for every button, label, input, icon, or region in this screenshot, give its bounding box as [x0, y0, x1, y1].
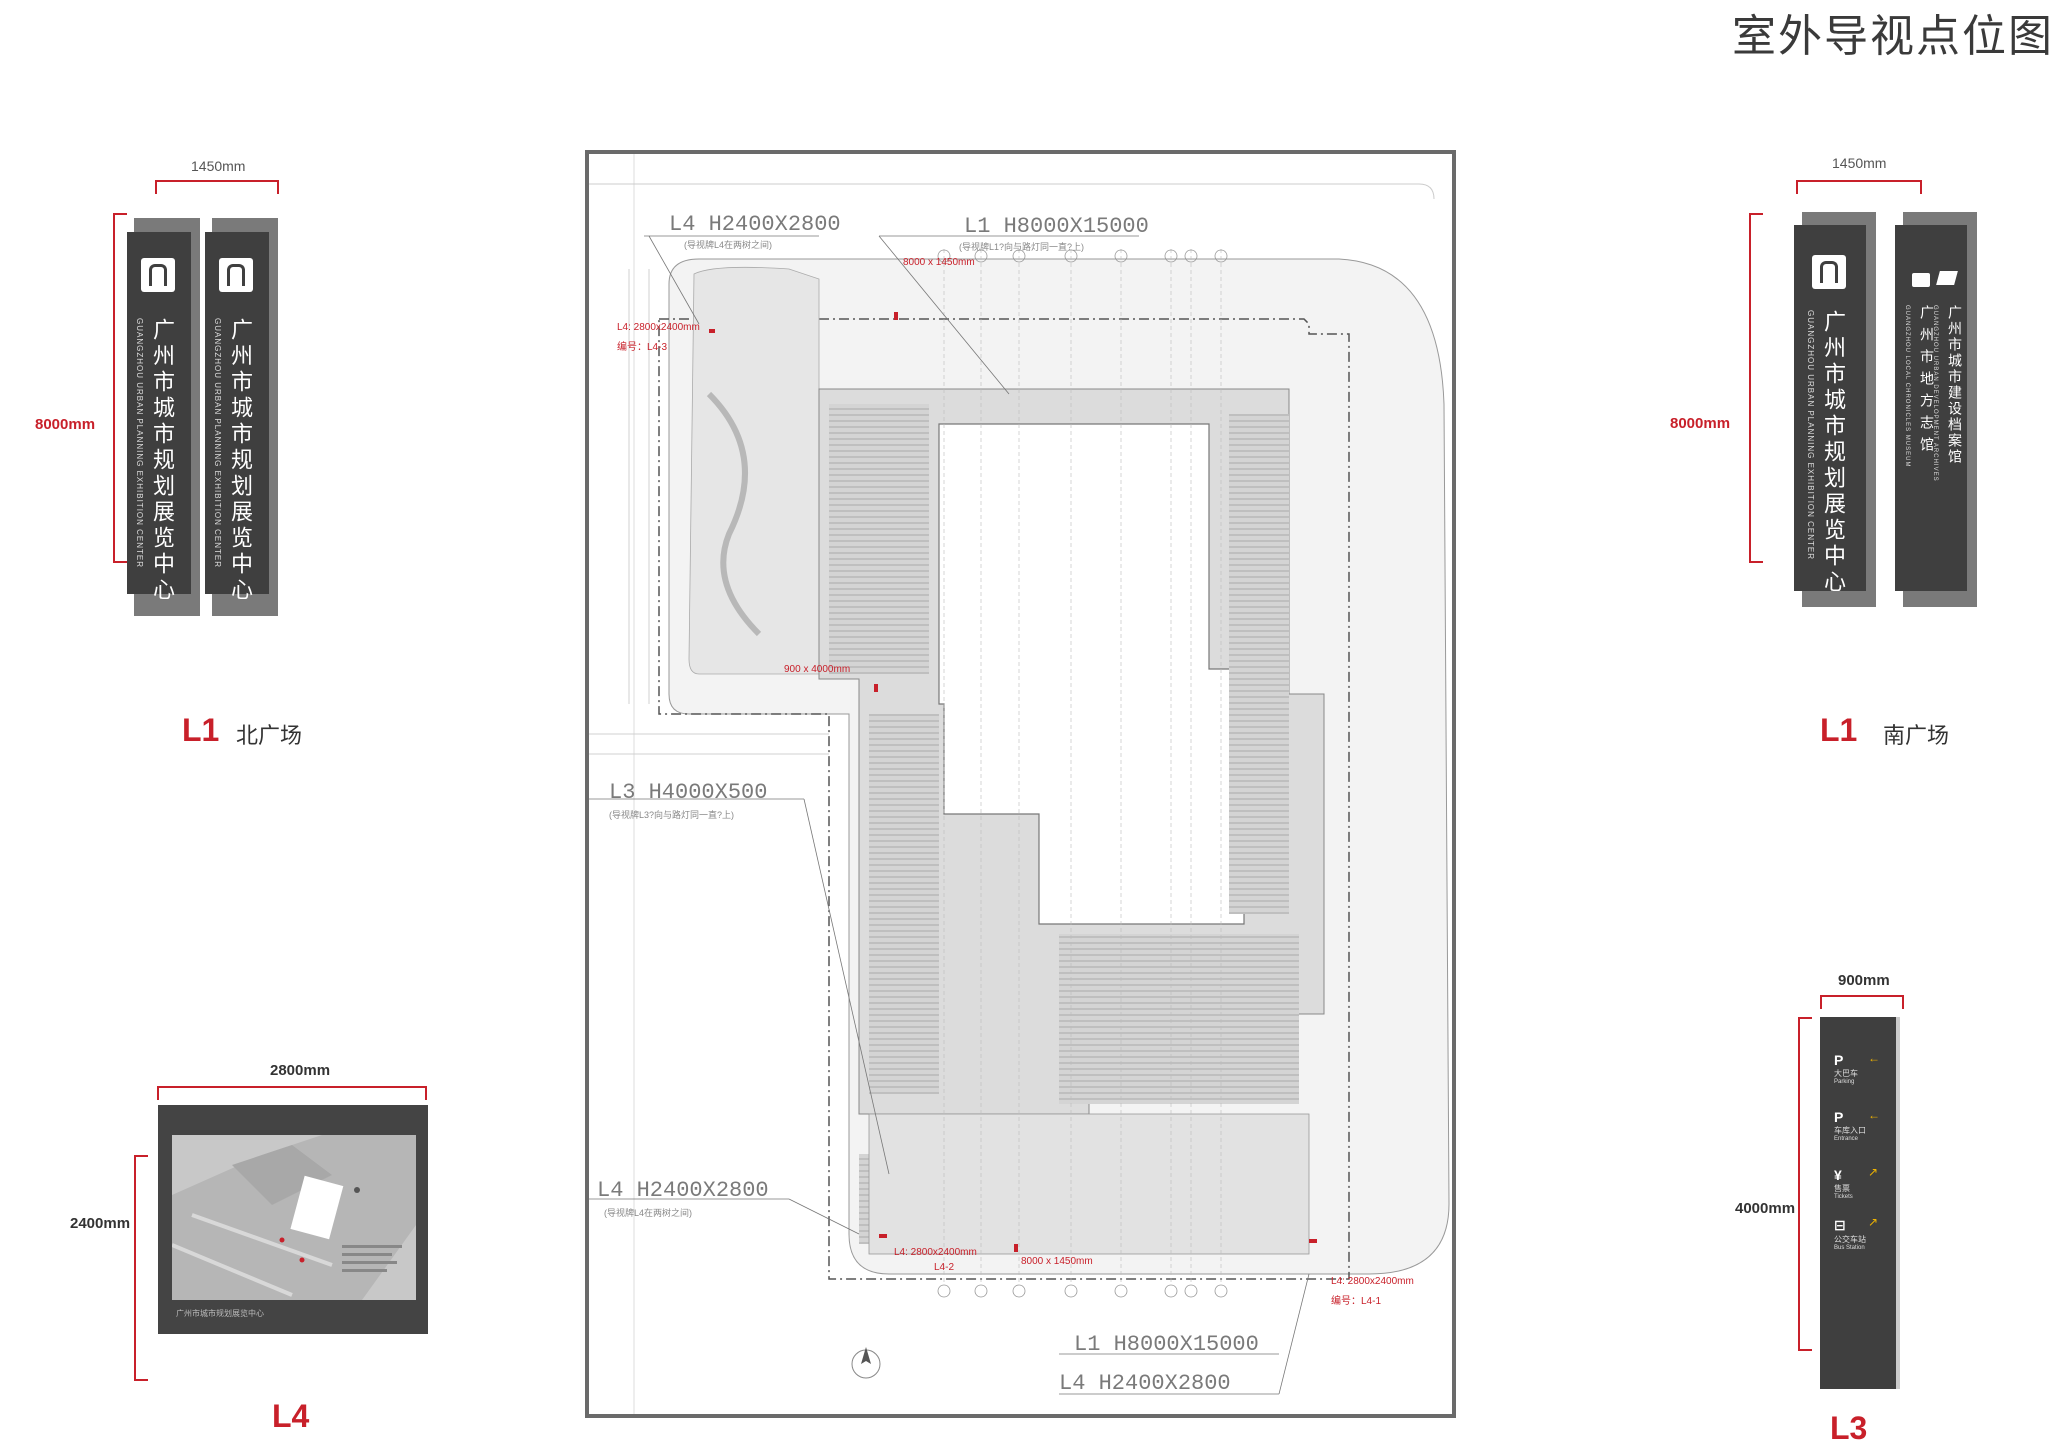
note-code-l4-2: L4-2 — [934, 1262, 955, 1273]
site-plan-drawing — [589, 154, 1450, 1414]
bus-icon: ⊟ — [1834, 1217, 1846, 1233]
l3-width-dimension — [1820, 995, 1904, 1009]
pylon-south-right-cn-a: 广州市城市建设档案馆 — [1946, 305, 1962, 465]
l1-north-height-dimension — [113, 213, 127, 563]
pylon-south-right-cn-b: 广州市地方志馆 — [1918, 305, 1934, 459]
pylon-left-cn-name: 广州市城市规划展览中心 — [149, 318, 174, 604]
site-plan-frame: L4 H2400X2800 (导视牌L4在两树之间) L1 H8000X1500… — [585, 150, 1456, 1418]
arrow-upright-icon: ↗ — [1868, 1165, 1879, 1179]
l1-south-height-dimension — [1749, 213, 1763, 563]
l3-height-dimension — [1798, 1017, 1812, 1351]
l1-north-width-dimension — [155, 180, 279, 194]
urban-planning-logo-icon — [141, 258, 175, 292]
pylon-left-en-name: GUANGZHOU URBAN PLANNING EXHIBITION CENT… — [135, 318, 144, 569]
l1-north-name: 北广场 — [236, 724, 303, 749]
l1-south-sign-group: 1450mm 8000mm 广州市城市规划展览中心 GUANGZHOU URBA… — [1670, 155, 2000, 607]
l1-south-code: L1 — [1820, 712, 1858, 748]
l4-code: L4 — [272, 1398, 310, 1434]
note-code-l4-1: 编号：L4-1 — [1331, 1296, 1382, 1307]
l4-sign-panel: 广州市城市规划展览中心 — [158, 1105, 428, 1334]
pylon-right-cn-name: 广州市城市规划展览中心 — [227, 318, 252, 604]
l1-south-width-label: 1450mm — [1832, 155, 1887, 171]
note-mid-900: 900 x 4000mm — [784, 664, 851, 675]
l1-south-name: 南广场 — [1883, 724, 1950, 749]
urban-planning-logo-icon — [1812, 255, 1846, 289]
l1-north-code: L1 — [182, 712, 220, 748]
urban-planning-logo-icon — [219, 258, 253, 292]
l3-width-label: 900mm — [1838, 972, 1890, 989]
pylon-right-en-name: GUANGZHOU URBAN PLANNING EXHIBITION CENT… — [213, 318, 222, 569]
pylon-left-face — [127, 232, 191, 594]
l4-width-label: 2800mm — [270, 1062, 331, 1079]
pylon-south-right-en-a: GUANGZHOU URBAN DEVELOPMENT ARCHIVES — [1932, 305, 1938, 482]
l1-north-sign-group: 1450mm 8000mm 广州市城市规划展览中心 GUANGZHOU URBA… — [35, 158, 355, 616]
l4-footer-text: 广州市城市规划展览中心 — [176, 1309, 264, 1318]
note-l4-2800-tl: L4: 2800x2400mm — [617, 322, 700, 333]
l4-map-area — [172, 1135, 416, 1300]
l3-sign-group: 900mm 4000mm — [1735, 965, 1940, 1405]
callout-l4-bottom-note: (导视牌L4在两树之间) — [604, 1208, 693, 1218]
note-l4-2800-bl: L4: 2800x2400mm — [894, 1247, 977, 1258]
l3-item: ¥ 售票 Tickets — [1834, 1167, 1853, 1200]
l1-north-height-label: 8000mm — [35, 416, 96, 433]
ticket-icon: ¥ — [1834, 1167, 1842, 1183]
pylon-south-left-en-name: GUANGZHOU URBAN PLANNING EXHIBITION CENT… — [1806, 310, 1815, 561]
l4-mini-map-svg — [172, 1135, 416, 1300]
pylon-right-face — [1895, 225, 1967, 591]
l1-south-width-dimension — [1796, 180, 1922, 194]
arrow-left-icon: ← — [1868, 1051, 1880, 1065]
l4-height-dimension — [134, 1155, 148, 1381]
l3-code: L3 — [1830, 1410, 1868, 1446]
l4-sign-group: 2800mm 2400mm — [70, 1055, 445, 1381]
callout-l4-bottom2: L4 H2400X2800 — [1059, 1371, 1231, 1396]
archives-logo-icon — [1912, 273, 1930, 287]
l3-item: P 车库入口 Entrance — [1834, 1109, 1866, 1142]
chronicles-logo-icon — [1936, 271, 1958, 285]
note-top-8000: 8000 x 1450mm — [903, 257, 975, 268]
callout-l3-mid-note: (导视牌L3?向与路灯同一直?上) — [609, 810, 735, 820]
callout-l1-top-note: (导视牌L1?向与路灯同一直?上) — [959, 242, 1085, 252]
note-code-l4-3: 编号：L4-3 — [617, 342, 668, 353]
callout-l1-bottom: L1 H8000X15000 — [1074, 1332, 1259, 1357]
callout-l4-top: L4 H2400X2800 — [669, 212, 841, 237]
l3-height-label: 4000mm — [1735, 1200, 1796, 1217]
l3-item: P 大巴车 Parking — [1834, 1052, 1858, 1085]
pylon-right-face — [205, 232, 269, 594]
callout-l1-top: L1 H8000X15000 — [964, 214, 1149, 239]
note-l4-2800-br: L4: 2800x2400mm — [1331, 1276, 1414, 1287]
note-bottom-8000: 8000 x 1450mm — [1021, 1256, 1093, 1267]
parking-icon: P — [1834, 1109, 1844, 1125]
page-title: 室外导视点位图 — [1732, 11, 2054, 62]
arrow-left-icon: ← — [1868, 1108, 1880, 1122]
parking-icon: P — [1834, 1052, 1844, 1068]
callout-l4-bottom: L4 H2400X2800 — [597, 1178, 769, 1203]
callout-l4-top-note: (导视牌L4在两树之间) — [684, 240, 773, 250]
l4-height-label: 2400mm — [70, 1215, 131, 1232]
callout-l3-mid: L3 H4000X500 — [609, 780, 768, 805]
arrow-upright-icon: ↗ — [1868, 1215, 1879, 1229]
l4-width-dimension — [157, 1086, 427, 1100]
l3-sign-panel: P 大巴车 Parking ← P 车库入口 Entrance ← ¥ 售票 T… — [1820, 1017, 1900, 1389]
pylon-south-left-cn-name: 广州市城市规划展览中心 — [1820, 310, 1845, 596]
north-arrow-icon — [851, 1347, 881, 1379]
l3-item: ⊟ 公交车站 Bus Station — [1834, 1217, 1866, 1251]
pylon-south-right-en-b: GUANGZHOU LOCAL CHRONICLES MUSEUM — [1904, 305, 1910, 468]
l1-south-height-label: 8000mm — [1670, 415, 1731, 432]
l1-north-width-label: 1450mm — [191, 158, 246, 174]
